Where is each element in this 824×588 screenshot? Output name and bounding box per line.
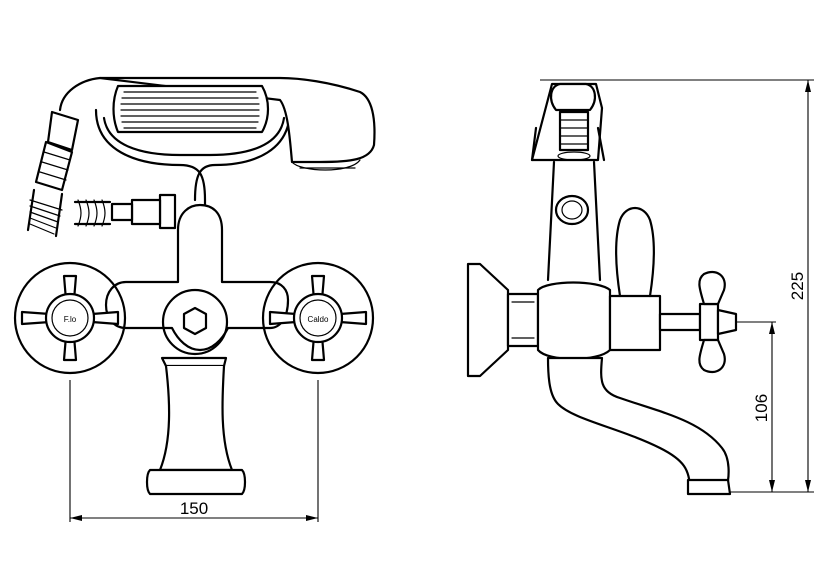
width-dimension: 150 (69, 380, 319, 522)
side-spout (546, 356, 732, 496)
shower-cradle (94, 108, 292, 227)
total-height-label: 225 (788, 272, 807, 300)
left-handle: F.lo (13, 261, 127, 375)
width-dimension-label: 150 (180, 499, 208, 518)
mixer-body (104, 203, 290, 356)
side-riser (546, 160, 602, 282)
side-view: 225 106 (466, 79, 814, 496)
right-handle-mark: Caldo (308, 315, 329, 324)
left-handle-mark: F.lo (64, 315, 77, 324)
hand-shower (34, 76, 376, 192)
side-shower-head (530, 82, 606, 162)
right-handle: Caldo (261, 261, 375, 375)
pedestal (145, 356, 247, 496)
spout-height-label: 106 (752, 394, 771, 422)
spout-height-dimension: 106 (736, 321, 776, 492)
side-handle (658, 270, 738, 374)
wall-flange (466, 262, 540, 378)
hose-end-left (26, 188, 64, 238)
shower-grip (112, 84, 270, 134)
hose-connector-body (73, 193, 177, 230)
front-view: F.lo Caldo 150 (13, 76, 376, 522)
side-body (536, 206, 662, 361)
total-height-dimension: 225 (540, 79, 814, 493)
